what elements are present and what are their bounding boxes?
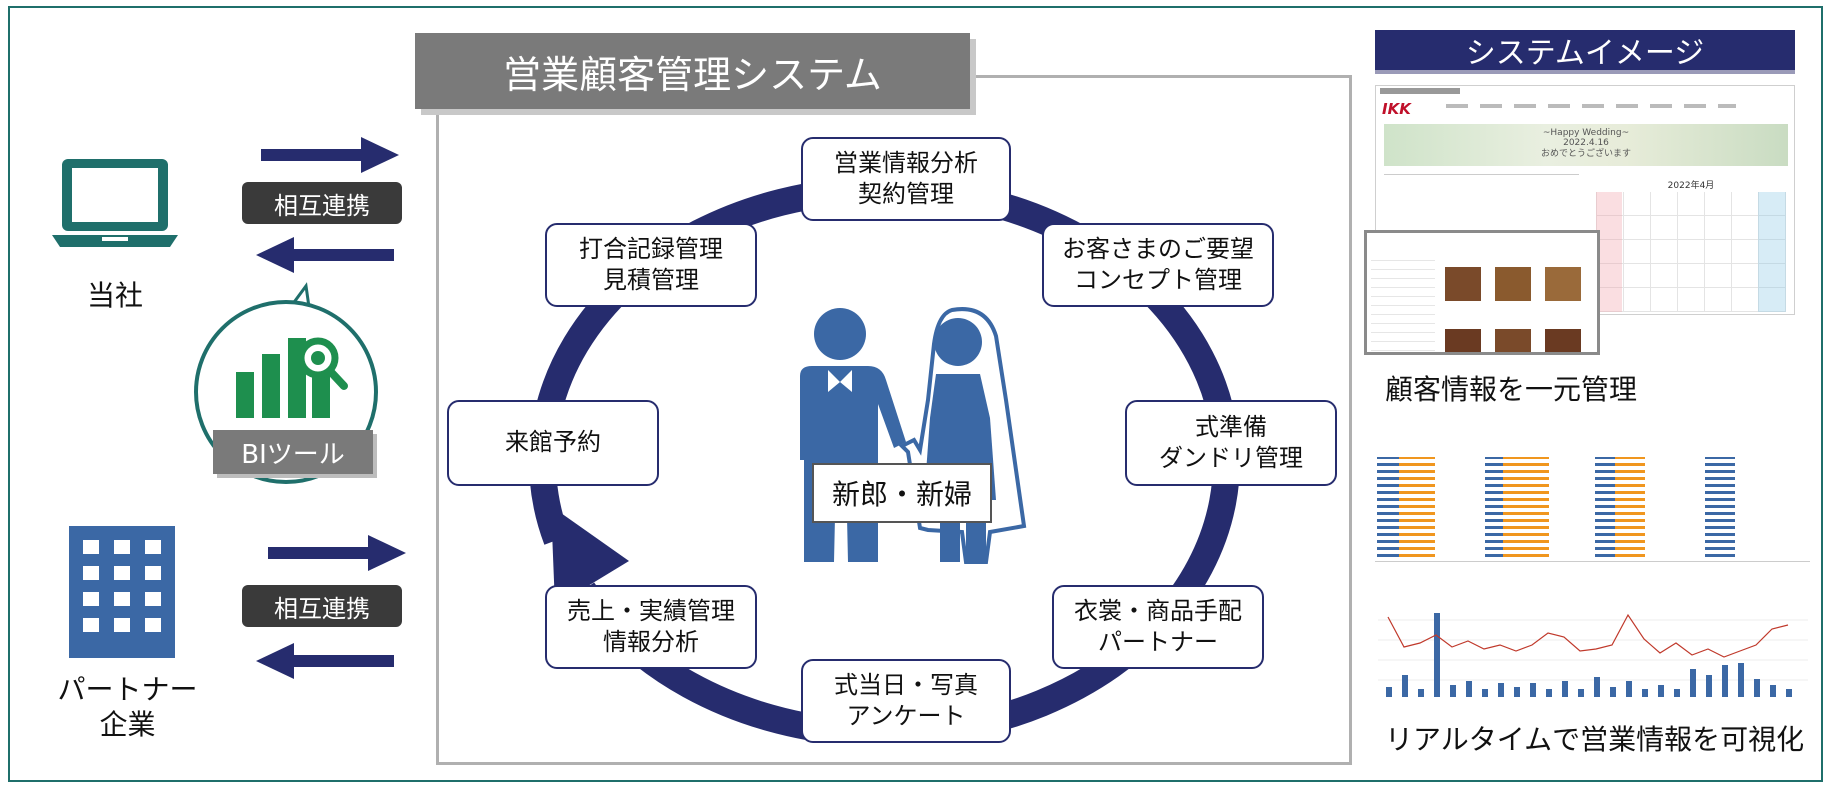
caption-top: 顧客情報を一元管理 <box>1385 373 1638 406</box>
wedding-banner: ~Happy Wedding~ 2022.4.16 おめでとうございます <box>1384 124 1788 166</box>
node-meeting-records-line2: 見積管理 <box>603 266 699 294</box>
cycle-arrowhead-icon <box>551 506 629 606</box>
node-costume-arrangement-line2: パートナー <box>1098 628 1218 656</box>
building-icon <box>69 526 175 658</box>
combo-chart-thumbnail <box>1378 613 1808 697</box>
node-sales-results-line2: 情報分析 <box>603 628 699 656</box>
banner-line2: 2022.4.16 <box>1563 138 1609 149</box>
node-costume-arrangement: 衣裳・商品手配パートナー <box>1052 585 1264 669</box>
node-meeting-records-line1: 打合記録管理 <box>579 234 723 263</box>
calendar-month: 2022年4月 <box>1667 181 1715 191</box>
caption-bottom: リアルタイムで営業情報を可視化 <box>1385 723 1805 756</box>
node-ceremony-day: 式当日・写真アンケート <box>801 659 1011 743</box>
app-screenshot: IKK ~Happy Wedding~ 2022.4.16 おめでとうございます… <box>1375 85 1795 315</box>
laptop-icon <box>52 159 178 247</box>
node-sales-results-line1: 売上・実績管理 <box>567 596 735 625</box>
node-visit-reservation-line1: 来館予約 <box>505 428 601 457</box>
partner-label-line2: 企業 <box>99 708 156 741</box>
link-label-bottom: 相互連携 <box>242 585 402 627</box>
arrow-right-icon <box>261 137 399 173</box>
company-label: 当社 <box>86 279 143 312</box>
bi-tool-label: BIツール <box>213 430 373 474</box>
node-sales-analysis-line2: 契約管理 <box>858 180 954 208</box>
node-costume-arrangement-line1: 衣裳・商品手配 <box>1074 596 1242 625</box>
node-ceremony-prep: 式準備ダンドリ管理 <box>1125 400 1337 486</box>
system-image-header: システムイメージ <box>1375 30 1795 74</box>
node-customer-requests: お客さまのご要望コンセプト管理 <box>1042 223 1274 307</box>
node-sales-analysis-line1: 営業情報分析 <box>834 148 978 177</box>
arrow-left-icon <box>256 237 394 273</box>
center-label: 新郎・新婦 <box>812 463 992 523</box>
partner-label: パートナー 企業 <box>40 672 215 742</box>
arrow-left-icon <box>256 643 394 679</box>
banner-line1: ~Happy Wedding~ <box>1542 128 1630 138</box>
banner-line3: おめでとうございます <box>1540 148 1631 159</box>
node-meeting-records: 打合記録管理見積管理 <box>545 223 757 307</box>
bride-groom-icon <box>800 307 1027 564</box>
node-ceremony-prep-line2: ダンドリ管理 <box>1159 444 1303 472</box>
node-ceremony-day-line2: アンケート <box>846 702 966 730</box>
node-ceremony-day-line1: 式当日・写真 <box>834 670 978 699</box>
product-window <box>1364 230 1600 355</box>
node-ceremony-prep-line1: 式準備 <box>1195 412 1267 441</box>
system-title: 営業顧客管理システム <box>415 33 970 109</box>
bar-chart-thumbnail <box>1375 455 1810 575</box>
partner-label-line1: パートナー <box>57 673 198 706</box>
ikk-logo: IKK <box>1382 100 1411 118</box>
node-sales-analysis: 営業情報分析契約管理 <box>801 137 1011 221</box>
node-sales-results: 売上・実績管理情報分析 <box>545 585 757 669</box>
node-customer-requests-line1: お客さまのご要望 <box>1062 234 1254 263</box>
calendar-grid <box>1596 192 1786 312</box>
link-label-top: 相互連携 <box>242 182 402 224</box>
arrow-right-icon <box>268 535 406 571</box>
node-customer-requests-line2: コンセプト管理 <box>1074 266 1242 294</box>
node-visit-reservation: 来館予約 <box>447 400 659 486</box>
